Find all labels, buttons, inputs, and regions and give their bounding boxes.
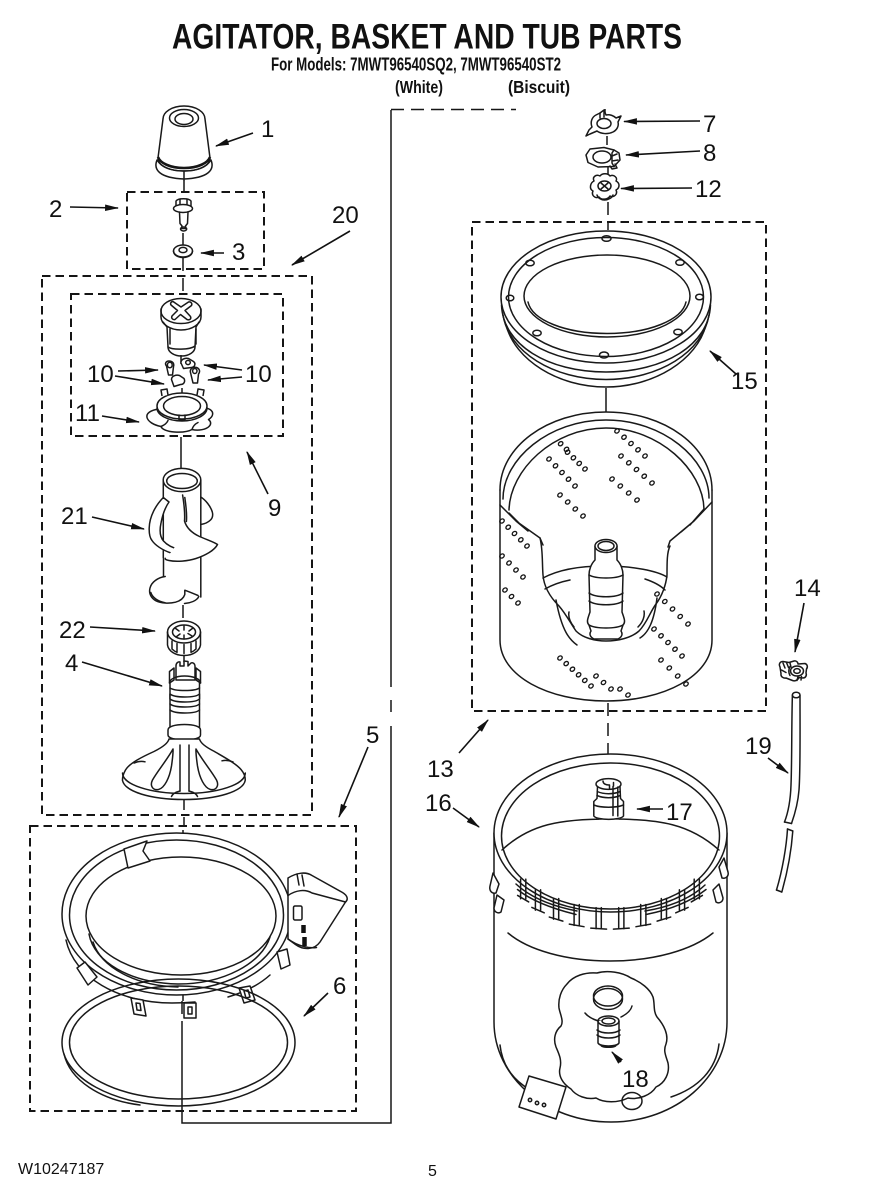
svg-text:17: 17 — [666, 799, 693, 826]
svg-text:7: 7 — [703, 111, 716, 138]
svg-text:For Models: 7MWT96540SQ2, 7MWT: For Models: 7MWT96540SQ2, 7MWT96540ST2 — [271, 55, 561, 75]
svg-text:19: 19 — [745, 733, 772, 760]
svg-text:10: 10 — [87, 361, 114, 388]
svg-text:3: 3 — [232, 239, 245, 266]
svg-text:1: 1 — [261, 116, 274, 143]
svg-text:4: 4 — [65, 650, 78, 677]
svg-text:(White): (White) — [395, 77, 443, 97]
svg-text:13: 13 — [427, 756, 454, 783]
svg-text:8: 8 — [703, 140, 716, 167]
svg-text:AGITATOR, BASKET AND TUB PARTS: AGITATOR, BASKET AND TUB PARTS — [172, 18, 682, 57]
svg-text:6: 6 — [333, 973, 346, 1000]
svg-text:11: 11 — [75, 400, 100, 427]
svg-text:14: 14 — [794, 575, 821, 602]
svg-text:9: 9 — [268, 495, 281, 522]
svg-text:5: 5 — [428, 1163, 437, 1180]
svg-text:(Biscuit): (Biscuit) — [508, 77, 570, 97]
svg-text:2: 2 — [49, 196, 62, 223]
svg-text:W10247187: W10247187 — [18, 1161, 104, 1178]
svg-text:5: 5 — [366, 722, 379, 749]
svg-text:21: 21 — [61, 503, 88, 530]
svg-text:16: 16 — [425, 790, 452, 817]
svg-text:22: 22 — [59, 617, 86, 644]
svg-text:20: 20 — [332, 202, 359, 229]
svg-text:10: 10 — [245, 361, 272, 388]
svg-text:18: 18 — [622, 1066, 649, 1093]
svg-text:12: 12 — [695, 176, 722, 203]
svg-text:15: 15 — [731, 368, 758, 395]
